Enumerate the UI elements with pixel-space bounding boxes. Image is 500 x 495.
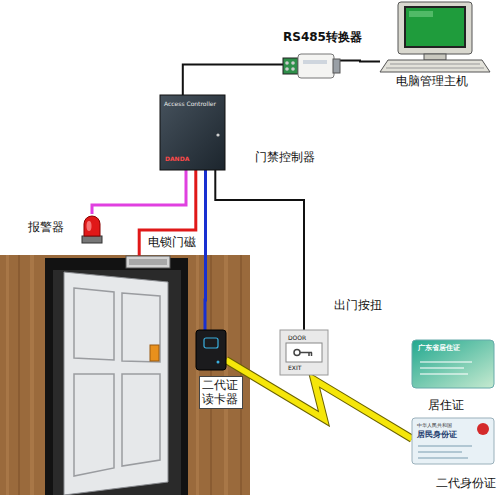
door-opening — [53, 270, 181, 495]
device-label: 二代身份证 — [436, 476, 500, 490]
card-reader: 二代证 读卡器 — [196, 330, 226, 370]
connector-line — [340, 60, 380, 61]
id-card: 中华人民共和国居民身份证二代身份证 — [412, 418, 494, 464]
button-text: EXIT — [288, 364, 322, 371]
rs485-converter-shape — [283, 52, 340, 80]
door-handle — [150, 345, 159, 361]
access-controller: Access ControllerDANDA门禁控制器 — [160, 95, 225, 170]
connector-line — [183, 65, 283, 95]
card-text: 中华人民共和国 — [417, 422, 477, 428]
connector-line — [92, 170, 186, 214]
device-label: 居住证 — [428, 398, 488, 412]
device-label: 门禁控制器 — [255, 150, 335, 164]
computer-host-shape — [380, 2, 490, 72]
wire-connector — [205, 170, 207, 330]
exit-button: DOOREXIT出门按扭 — [280, 330, 328, 375]
card-text: 广东省居住证 — [418, 344, 490, 352]
connector-line — [215, 170, 304, 330]
device-label: 报警器 — [28, 220, 78, 234]
electric-lock: 电锁门磁 — [126, 256, 170, 268]
wall — [0, 255, 250, 495]
residence-card: 广东省居住证居住证 — [412, 340, 494, 388]
alarm-siren-shape — [80, 214, 104, 244]
wire-connector — [92, 170, 186, 214]
wire-connector — [340, 60, 380, 61]
device-label: 出门按扭 — [334, 298, 404, 312]
connector-line — [204, 170, 208, 330]
card-reader-shape — [196, 330, 226, 370]
device-label: 二代证 读卡器 — [199, 376, 243, 409]
panel-text: Access Controller — [164, 100, 224, 107]
door-insets — [74, 288, 160, 476]
electric-lock-shape — [126, 256, 170, 268]
wire-connector — [183, 65, 283, 95]
wire-connector — [215, 170, 304, 330]
brand-text: DANDA — [165, 155, 205, 162]
device-label: 电锁门磁 — [148, 235, 208, 249]
computer-host: 电脑管理主机 — [380, 2, 490, 72]
door-frame — [45, 258, 188, 495]
rs485-converter: RS485转换器 — [283, 52, 340, 80]
wall-texture — [6, 255, 242, 495]
alarm-siren: 报警器 — [80, 214, 104, 244]
device-label: RS485转换器 — [283, 30, 383, 44]
button-text: DOOR — [288, 334, 322, 341]
device-label: 电脑管理主机 — [396, 74, 496, 88]
door-panel — [64, 272, 168, 495]
card-text: 居民身份证 — [417, 430, 477, 440]
